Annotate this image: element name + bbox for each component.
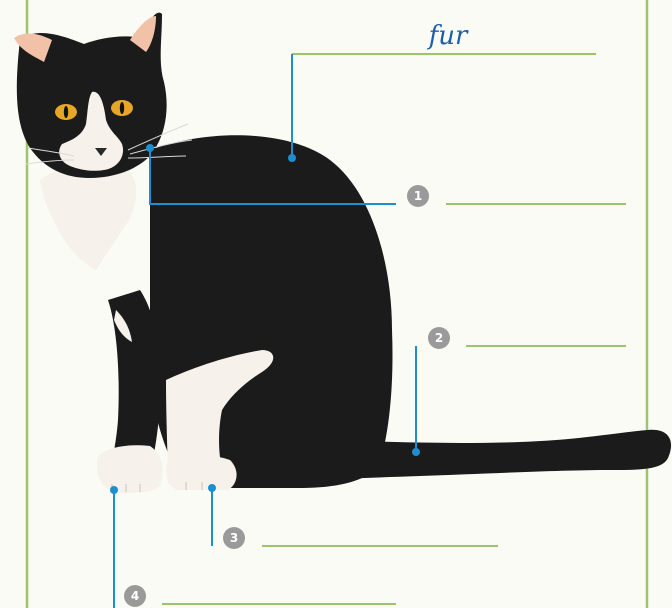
- cat-white-back-paw: [166, 456, 237, 491]
- marker-2-pointer-dot: [412, 448, 420, 456]
- marker-3-pointer-dot: [208, 484, 216, 492]
- marker-2-number: 2: [435, 331, 443, 345]
- cat-right-pupil: [120, 102, 124, 114]
- marker-3-number: 3: [230, 531, 238, 545]
- fur-label-text: fur: [427, 21, 469, 51]
- cat-left-pupil: [64, 106, 68, 118]
- cat-white-front-paw: [97, 445, 163, 493]
- marker-1-number: 1: [414, 189, 422, 203]
- marker-1-pointer-dot: [146, 144, 154, 152]
- marker-4-number: 4: [131, 589, 139, 603]
- marker-4-pointer-dot: [110, 486, 118, 494]
- fur-pointer-dot: [288, 154, 296, 162]
